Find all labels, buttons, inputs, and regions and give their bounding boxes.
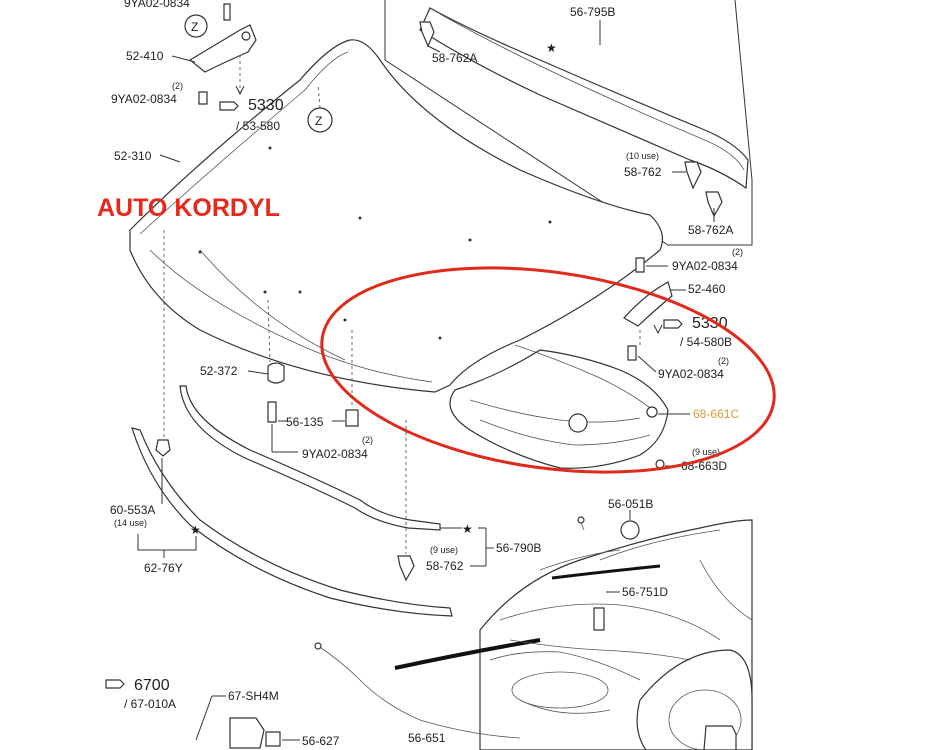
label-6700: 6700 <box>134 677 170 694</box>
label-qty-2-r2: (2) <box>718 356 729 366</box>
label-68-661c: 68-661C <box>693 407 739 421</box>
latch-unit-lower-right <box>703 725 737 750</box>
vehicle-body-illustration <box>479 516 753 750</box>
label-62-76y: 62-76Y <box>144 561 183 575</box>
label-56-627: 56-627 <box>302 734 340 748</box>
bolt-9ya-r2 <box>627 345 637 361</box>
label-56-135: 56-135 <box>286 415 324 429</box>
label-67-010a: / 67-010A <box>124 697 176 711</box>
label-56-651: 56-651 <box>408 731 446 745</box>
label-9ya02-0834-m: 9YA02-0834 <box>302 447 368 461</box>
label-67-sh4m: 67-SH4M <box>228 689 279 703</box>
watermark-text: AUTO KORDYL <box>97 194 280 222</box>
z-marker-2-text: Z <box>315 114 322 128</box>
label-qty-2-r1: (2) <box>732 247 743 257</box>
label-58-762a-right: 58-762A <box>688 223 733 237</box>
hood-seal-strip <box>419 7 749 190</box>
hinge-52-460 <box>623 281 673 327</box>
bump-stop-52-372 <box>267 362 285 384</box>
label-52-310: 52-310 <box>114 149 152 163</box>
hood-panel <box>129 39 663 393</box>
clip-58-762-right <box>684 161 702 190</box>
label-52-410-qty: (2) <box>172 81 183 91</box>
hood-seal-56-790b <box>179 385 441 531</box>
label-10-use: (10 use) <box>626 151 659 161</box>
hinge-bolt <box>198 91 208 105</box>
label-52-460: 52-460 <box>688 282 726 296</box>
hood-latch-boss <box>568 413 588 433</box>
grommet-56-051b <box>620 520 640 540</box>
clip-60-553a <box>155 439 171 457</box>
label-60-553a: 60-553A <box>110 503 155 517</box>
label-9ya02-0834-r2: 9YA02-0834 <box>658 367 724 381</box>
clip-58-762-mid <box>397 555 415 582</box>
label-56-790b: 56-790B <box>496 541 541 555</box>
label-58-762a-top: 58-762A <box>432 51 477 65</box>
label-5330-b: 5330 <box>692 315 728 332</box>
ref-arrow-5330-b <box>663 319 683 329</box>
star-mark-l: ★ <box>190 523 201 537</box>
release-cable-56-651 <box>317 645 521 739</box>
part-56-627 <box>265 731 281 747</box>
hinge-bolt-top <box>223 3 231 21</box>
label-9ya02-0834-top: 9YA02-0834 <box>124 0 190 10</box>
cushion-56-135 <box>345 409 359 427</box>
star-mark-m: ★ <box>462 522 473 536</box>
label-68-663d: 68-663D <box>681 459 727 473</box>
highlight-ellipse <box>320 266 776 474</box>
label-54-580b: / 54-580B <box>680 335 732 349</box>
label-56-051b: 56-051B <box>608 497 653 511</box>
label-56-751d: 56-751D <box>622 585 668 599</box>
bolt-56-135-a <box>267 401 277 423</box>
hood-hinge <box>188 24 257 73</box>
label-52-372: 52-372 <box>200 364 238 378</box>
label-58-762-right: 58-762 <box>624 165 662 179</box>
inset-box-frame <box>384 0 753 246</box>
label-53-580: / 53-580 <box>236 119 280 133</box>
clip-56-751d <box>593 607 605 631</box>
label-9-use-m: (9 use) <box>430 545 458 555</box>
ref-arrow-6700 <box>105 679 125 689</box>
label-56-795b: 56-795B <box>570 5 615 19</box>
pointer-stroke-top <box>551 564 661 580</box>
hood-inner-frame <box>449 349 669 469</box>
label-5330-a: 5330 <box>248 97 284 114</box>
label-52-410: 52-410 <box>126 49 164 63</box>
clip-58-762a-right <box>705 191 723 218</box>
label-qty-2-m: (2) <box>362 435 373 445</box>
front-molding-62-76y <box>131 427 453 617</box>
z-marker-1 <box>184 14 208 38</box>
bolt-9ya-r1 <box>635 257 645 273</box>
bracket-67-sh4m <box>229 717 265 749</box>
label-9ya02-0834-1: 9YA02-0834 <box>111 92 177 106</box>
pointer-stroke-left <box>394 638 541 670</box>
striker-68-661c <box>646 406 658 418</box>
star-mark: ★ <box>546 41 557 55</box>
hood-fastener-points <box>196 146 552 340</box>
label-9ya02-0834-r1: 9YA02-0834 <box>672 259 738 273</box>
label-58-762-mid: 58-762 <box>426 559 464 573</box>
label-9-use-r: (9 use) <box>692 447 720 457</box>
ref-arrow-5330-a <box>219 101 239 111</box>
label-14-use: (14 use) <box>114 518 147 528</box>
clip-58-762a-top <box>419 21 435 48</box>
z-marker-1-text: Z <box>191 20 198 34</box>
